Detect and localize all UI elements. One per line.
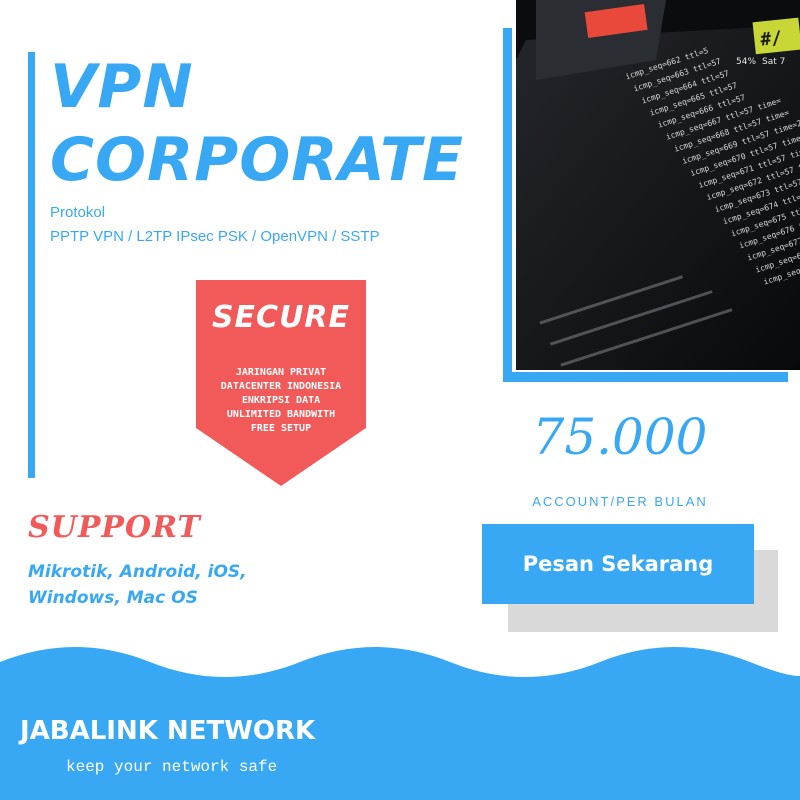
badge-feature: JARINGAN PRIVAT [235,367,327,378]
protocol-label: Protokol [50,204,106,221]
badge-feature: DATACENTER INDONESIA [220,381,342,392]
terminal-screen: #/ 54% Sat 7 icmp_seq=662 ttl=5icmp_seq=… [516,0,800,370]
badge-feature: ENKRIPSI DATA [241,395,321,406]
badge-feature: FREE SETUP [250,423,312,434]
brand-tagline: keep your network safe [66,758,278,776]
protocol-list: PPTP VPN / L2TP IPsec PSK / OpenVPN / SS… [50,228,380,245]
badge-title: SECURE [211,300,351,335]
status-battery: 54% [736,57,756,67]
status-time: Sat 7 [762,57,785,67]
order-now-button[interactable]: Pesan Sekarang [482,524,754,604]
support-platforms-line-1: Mikrotik, Android, iOS, [28,562,247,582]
support-title: SUPPORT [28,510,201,545]
title-line-1: VPN [50,52,194,122]
left-accent-bar [28,52,35,478]
photo-frame-left [503,28,512,382]
brand-name: JABALINK NETWORK [20,716,316,746]
support-platforms-line-2: Windows, Mac OS [28,588,198,608]
secure-badge: SECURE JARINGAN PRIVAT DATACENTER INDONE… [196,280,366,486]
svg-text:#/: #/ [759,27,783,50]
footer-wave [0,647,800,800]
price-period: ACCOUNT/PER BULAN [532,494,708,509]
photo-frame-bottom [503,372,788,382]
badge-shape [196,280,366,486]
badge-feature: UNLIMITED BANDWITH [226,409,336,420]
price-amount: 75.000 [532,408,708,466]
title-line-2: CORPORATE [50,125,465,195]
